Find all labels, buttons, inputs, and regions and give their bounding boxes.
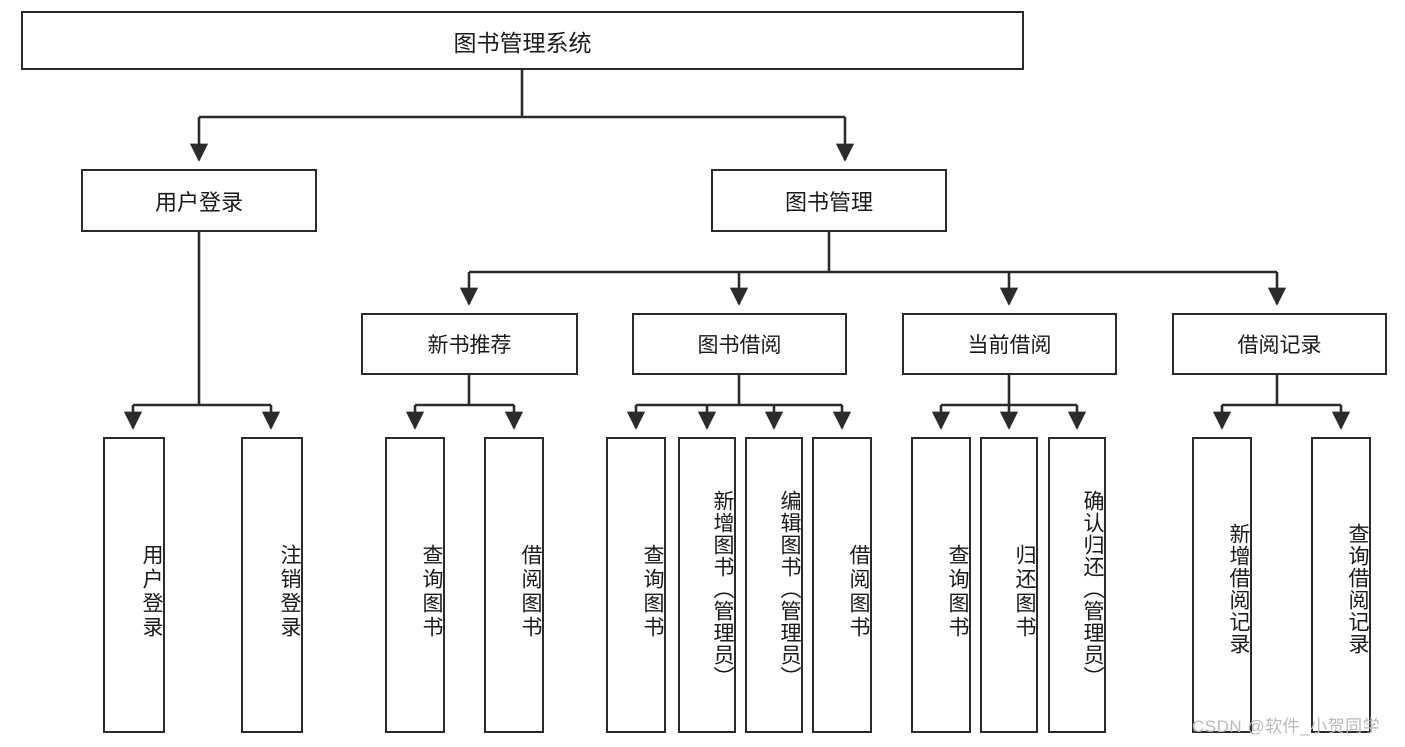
leaf-query-borrow-record[interactable]: 查询借阅记录 [1311, 437, 1371, 733]
node-borrow-record[interactable]: 借阅记录 [1172, 313, 1387, 375]
leaf-confirm-return-admin[interactable]: 确认归还（管理员） [1048, 437, 1106, 733]
leaf-query-book-recommend[interactable]: 查询图书 [385, 437, 445, 733]
leaf-edit-book-admin[interactable]: 编辑图书（管理员） [745, 437, 803, 733]
leaf-query-book[interactable]: 查询图书 [606, 437, 666, 733]
node-book-management[interactable]: 图书管理 [711, 169, 947, 232]
leaf-borrow-book[interactable]: 借阅图书 [812, 437, 872, 733]
leaf-add-book-admin[interactable]: 新增图书（管理员） [678, 437, 736, 733]
leaf-add-borrow-record[interactable]: 新增借阅记录 [1192, 437, 1252, 733]
leaf-borrow-book-recommend[interactable]: 借阅图书 [484, 437, 544, 733]
leaf-user-logout[interactable]: 注销登录 [241, 437, 303, 733]
node-user-login[interactable]: 用户登录 [81, 169, 317, 232]
node-new-book-recommend[interactable]: 新书推荐 [361, 313, 578, 375]
node-current-borrow[interactable]: 当前借阅 [902, 313, 1117, 375]
node-book-borrow[interactable]: 图书借阅 [632, 313, 847, 375]
leaf-query-book-current[interactable]: 查询图书 [911, 437, 971, 733]
node-book-management-system[interactable]: 图书管理系统 [21, 11, 1024, 70]
csdn-watermark: CSDN @软件_小贺同学 [1192, 717, 1381, 736]
leaf-user-login[interactable]: 用户登录 [103, 437, 165, 733]
leaf-return-book[interactable]: 归还图书 [980, 437, 1038, 733]
